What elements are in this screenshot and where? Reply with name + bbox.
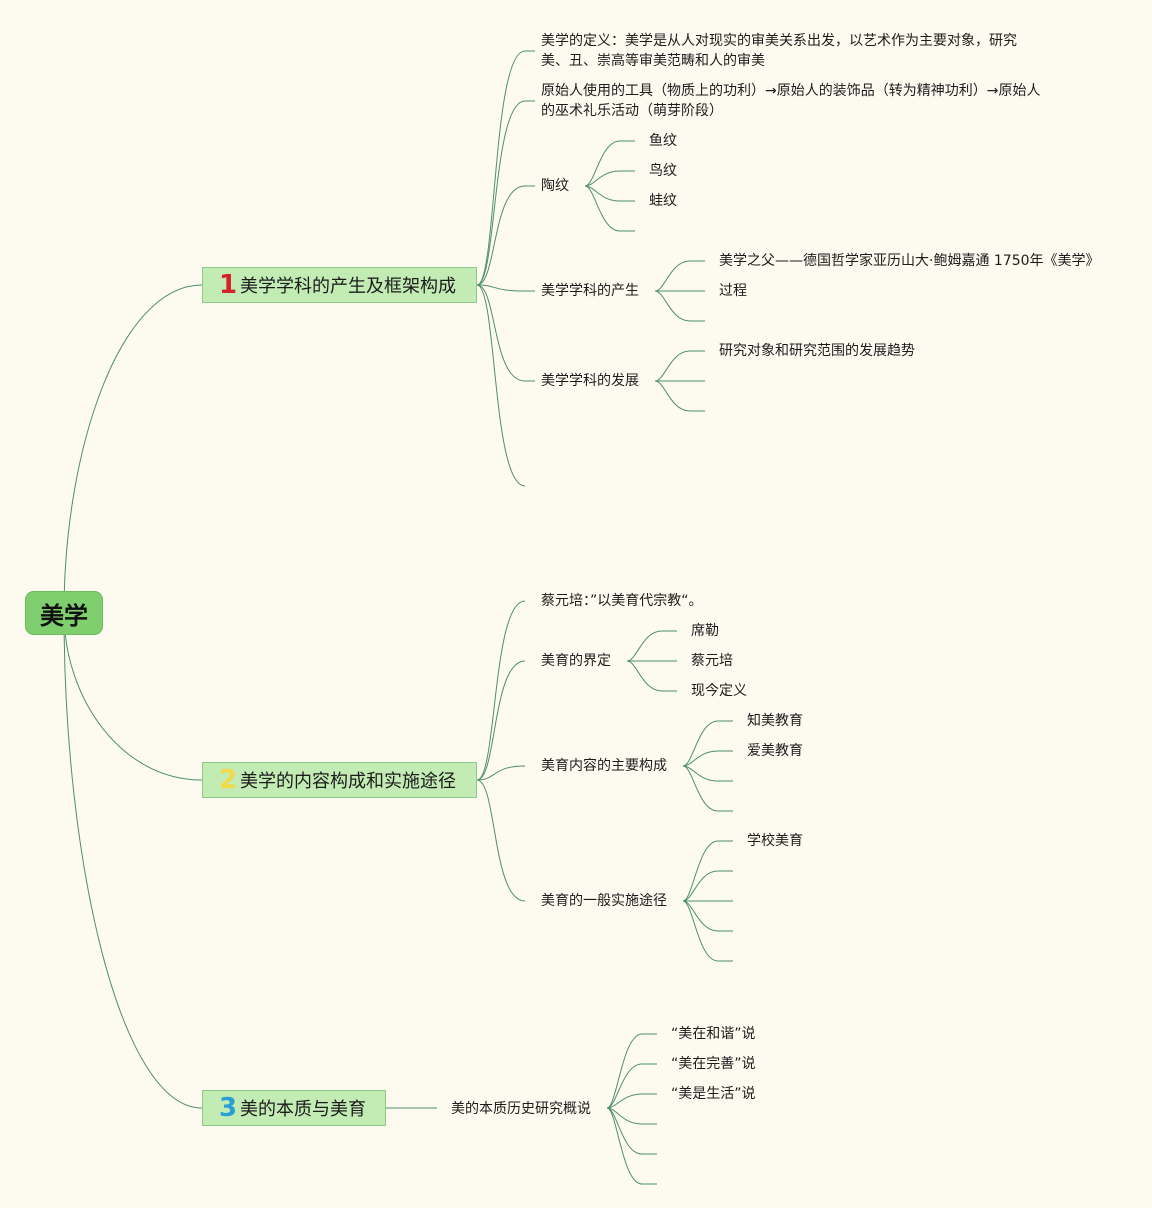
- b1-process[interactable]: 过程: [719, 283, 747, 299]
- history-connector: [606, 1107, 657, 1125]
- b1-father-of-aesthetics[interactable]: 美学之父——德国哲学家亚历山大·鲍姆嘉通 1750年《美学》: [719, 253, 1100, 269]
- branch-1-connector: [476, 284, 526, 382]
- branch-1-connector: [476, 185, 526, 286]
- b3-harmony-theory[interactable]: “美在和谐”说: [671, 1026, 756, 1042]
- history-connector: [606, 1107, 657, 1185]
- branch-1-connector: [476, 50, 526, 286]
- b1-fish-pattern[interactable]: 鱼纹: [649, 133, 677, 149]
- pottery-connector: [584, 170, 635, 187]
- branch-2-number: 2: [219, 765, 238, 795]
- b3-perfection-theory[interactable]: “美在完善”说: [671, 1056, 756, 1072]
- branch-1-number: 1: [219, 270, 238, 300]
- origin-connector: [654, 260, 705, 292]
- branch-2-topic[interactable]: 2 美学的内容构成和实施途径: [202, 762, 477, 798]
- definition-connector: [626, 630, 677, 662]
- b1-research-trend[interactable]: 研究对象和研究范围的发展趋势: [719, 343, 915, 359]
- b2-cai-yuanpei[interactable]: 蔡元培: [691, 653, 733, 669]
- b3-history-overview[interactable]: 美的本质历史研究概说: [451, 1101, 591, 1117]
- implementation-connector: [682, 870, 733, 902]
- branch-1-connector: [476, 284, 526, 487]
- history-connector: [606, 1107, 657, 1155]
- pottery-connector: [584, 140, 635, 187]
- branch-1-connector: [476, 284, 526, 292]
- b1-frog-pattern[interactable]: 蛙纹: [649, 193, 677, 209]
- branch-3-topic[interactable]: 3 美的本质与美育: [202, 1090, 386, 1126]
- b1-discipline-development[interactable]: 美学学科的发展: [541, 373, 639, 389]
- branch-3-label: 美的本质与美育: [240, 1099, 366, 1120]
- b2-know-beauty-edu[interactable]: 知美教育: [747, 713, 803, 729]
- root-connector: [63, 284, 203, 614]
- origin-connector: [654, 290, 705, 322]
- branch-3-number: 3: [219, 1093, 238, 1123]
- b1-discipline-origin[interactable]: 美学学科的产生: [541, 283, 639, 299]
- history-connector: [606, 1063, 657, 1109]
- b1-definition[interactable]: 美学的定义：美学是从人对现实的审美关系出发，以艺术作为主要对象，研究美、丑、崇高…: [541, 33, 1017, 69]
- b2-school-aesthetic-edu[interactable]: 学校美育: [747, 833, 803, 849]
- branch-1-topic[interactable]: 1 美学学科的产生及框架构成: [202, 267, 477, 303]
- branch-1-connector: [476, 100, 526, 286]
- b2-definition[interactable]: 美育的界定: [541, 653, 611, 669]
- content-connector: [682, 750, 733, 767]
- content-connector: [682, 720, 733, 767]
- implementation-connector: [682, 900, 733, 932]
- b2-schiller[interactable]: 席勒: [691, 623, 719, 639]
- content-connector: [682, 765, 733, 812]
- root-connector: [63, 612, 203, 781]
- implementation-connector: [682, 840, 733, 902]
- pottery-connector: [584, 185, 635, 232]
- b1-bird-pattern[interactable]: 鸟纹: [649, 163, 677, 179]
- implementation-connector: [682, 900, 733, 962]
- b2-implementation[interactable]: 美育的一般实施途径: [541, 893, 667, 909]
- b2-modern-definition[interactable]: 现今定义: [691, 683, 747, 699]
- root-topic[interactable]: 美学: [25, 591, 103, 635]
- branch-2-label: 美学的内容构成和实施途径: [240, 771, 456, 792]
- b1-origin-tools[interactable]: 原始人使用的工具（物质上的功利）→原始人的装饰品（转为精神功利）→原始人的巫术礼…: [541, 83, 1041, 119]
- development-connector: [654, 380, 705, 412]
- pottery-connector: [584, 185, 635, 202]
- b2-love-beauty-edu[interactable]: 爱美教育: [747, 743, 803, 759]
- root-connector: [63, 612, 203, 1109]
- branch-2-connector: [476, 765, 526, 781]
- b3-life-theory[interactable]: “美是生活”说: [671, 1086, 756, 1102]
- definition-connector: [626, 660, 677, 692]
- branch-2-connector: [476, 660, 526, 781]
- branch-2-connector: [476, 779, 526, 902]
- content-connector: [682, 765, 733, 782]
- b1-pottery-pattern[interactable]: 陶纹: [541, 178, 569, 194]
- history-connector: [606, 1033, 657, 1109]
- history-connector: [606, 1093, 657, 1109]
- branch-2-connector: [476, 600, 526, 781]
- b2-content-structure[interactable]: 美育内容的主要构成: [541, 758, 667, 774]
- development-connector: [654, 350, 705, 382]
- b2-cai-yuanpei-quote[interactable]: 蔡元培：”以美育代宗教“。: [541, 593, 703, 609]
- branch-1-label: 美学学科的产生及框架构成: [240, 276, 456, 297]
